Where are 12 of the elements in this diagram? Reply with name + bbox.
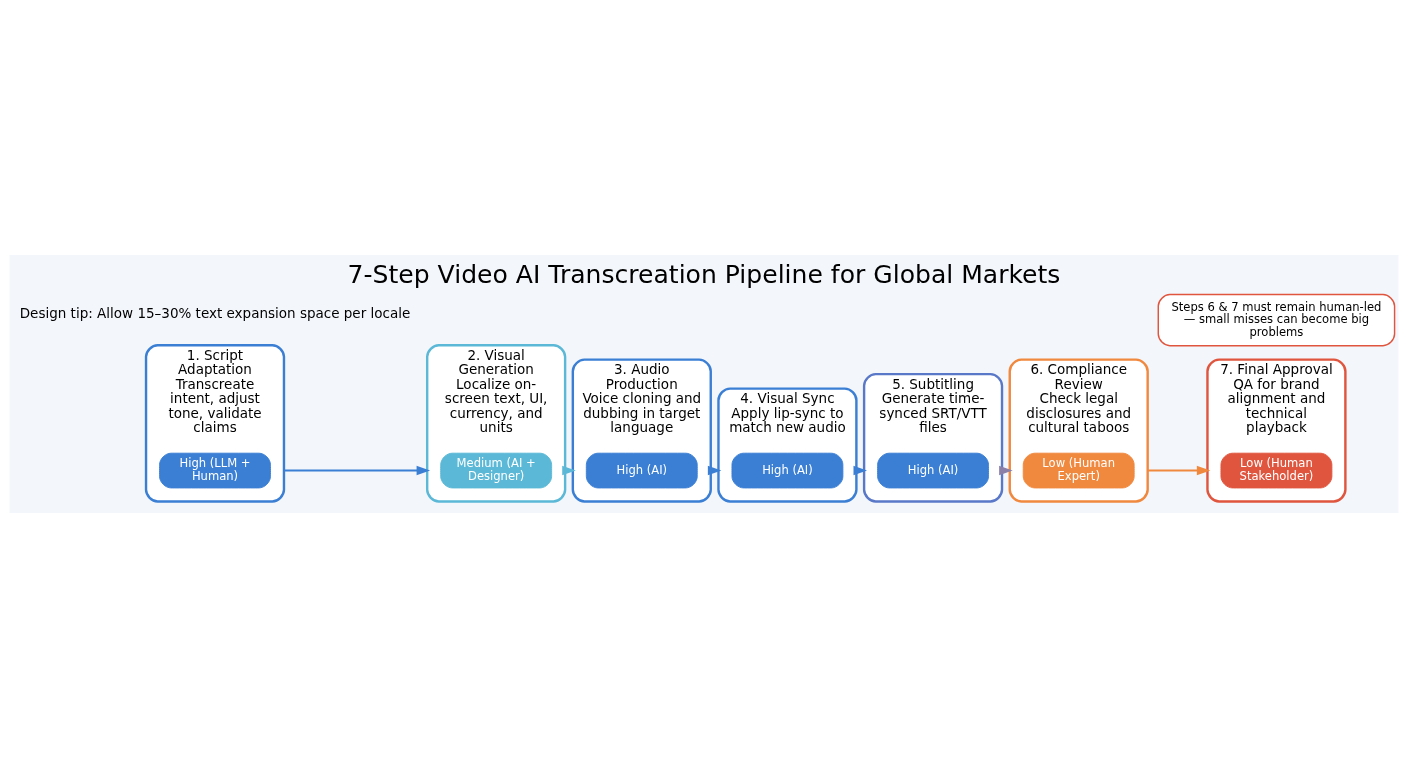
diagram-title: 7-Step Video AI Transcreation Pipeline for Global Markets <box>347 259 1061 289</box>
arrow <box>283 465 431 476</box>
arrow <box>1146 465 1211 476</box>
node-box: High (AI) <box>731 452 844 489</box>
node-box: Medium (AI + Designer) <box>440 452 553 489</box>
node-box: Low (Human Stakeholder) <box>1220 452 1333 489</box>
node-box: Low (Human Expert) <box>1022 452 1135 489</box>
node-box: High (LLM + Human) <box>159 452 271 489</box>
node-box: Steps 6 & 7 must remain human-led — small misses can become big problems <box>1157 293 1396 347</box>
node-box: High (AI) <box>877 452 989 489</box>
label: Design tip: Allow 15–30% text expansion space per locale <box>19 304 411 321</box>
node-box: High (AI) <box>585 452 698 489</box>
